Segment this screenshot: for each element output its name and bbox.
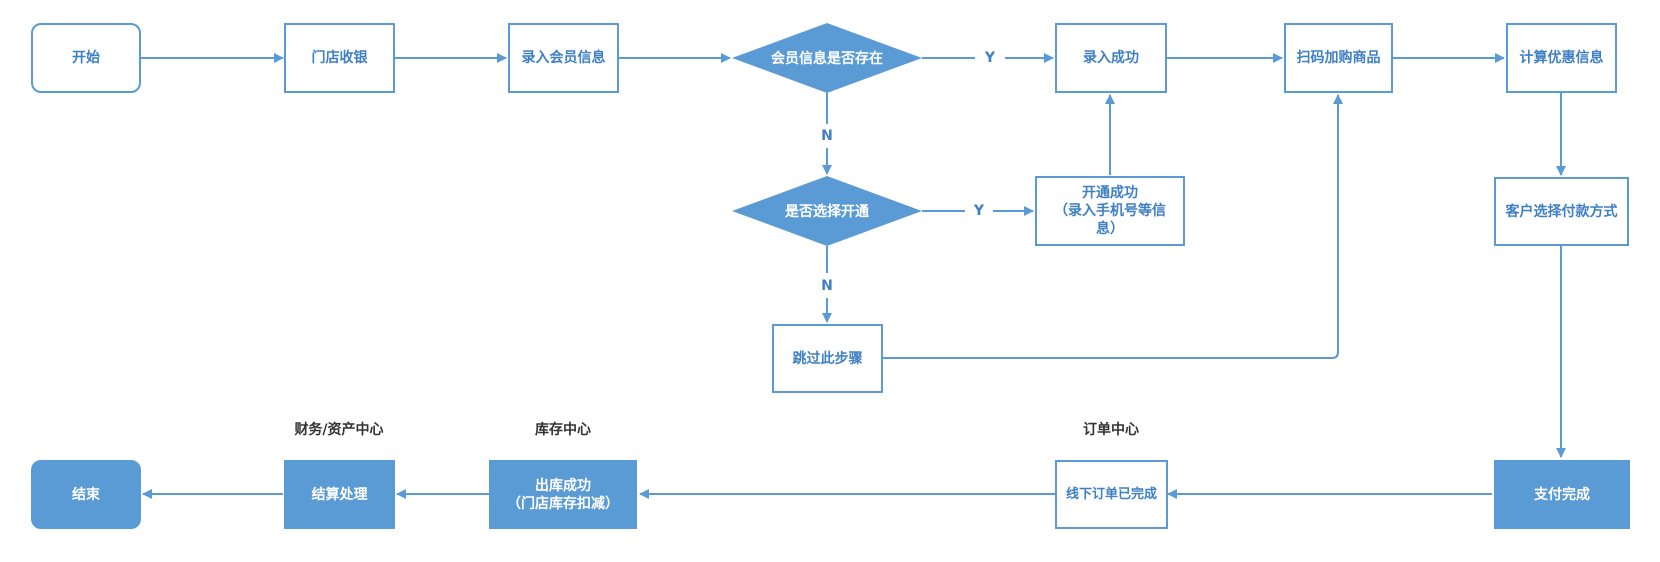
- decision-member-exists-label: 会员信息是否存在: [771, 51, 883, 67]
- group-label-inventory: 库存中心: [535, 422, 591, 438]
- node-settlement: 结算处理: [284, 460, 395, 529]
- node-calc-discount: 计算优惠信息: [1506, 23, 1617, 93]
- edge-label-yes-member-exists: Y: [978, 48, 1002, 68]
- node-outbound-success: 出库成功 （门店库存扣减）: [489, 460, 637, 529]
- node-choose-payment: 客户选择付款方式: [1494, 177, 1629, 246]
- node-pay-done: 支付完成: [1494, 460, 1630, 529]
- edge-skip-to-scan: [883, 94, 1343, 359]
- decision-diamond-choose-open: [732, 176, 922, 246]
- node-offline-order-done: 线下订单已完成: [1055, 460, 1168, 529]
- node-cashier: 门店收银: [284, 23, 395, 93]
- node-start: 开始: [31, 23, 141, 93]
- group-label-order: 订单中心: [1083, 422, 1139, 438]
- decision-diamond-member-exists: [732, 23, 922, 93]
- edge-label-no-choose-open: N: [815, 276, 839, 296]
- node-scan-goods: 扫码加购商品: [1284, 23, 1393, 93]
- node-end: 结束: [31, 460, 141, 529]
- edge-label-no-member-exists: N: [815, 126, 839, 146]
- node-open-success: 开通成功 （录入手机号等信 息）: [1035, 176, 1185, 246]
- node-enter-success: 录入成功: [1055, 23, 1167, 93]
- decision-choose-open-label: 是否选择开通: [785, 204, 869, 220]
- node-enter-member: 录入会员信息: [508, 23, 619, 93]
- node-skip-step: 跳过此步骤: [772, 324, 883, 393]
- group-label-finance: 财务/资产中心: [294, 422, 384, 438]
- edge-label-yes-choose-open: Y: [967, 201, 991, 221]
